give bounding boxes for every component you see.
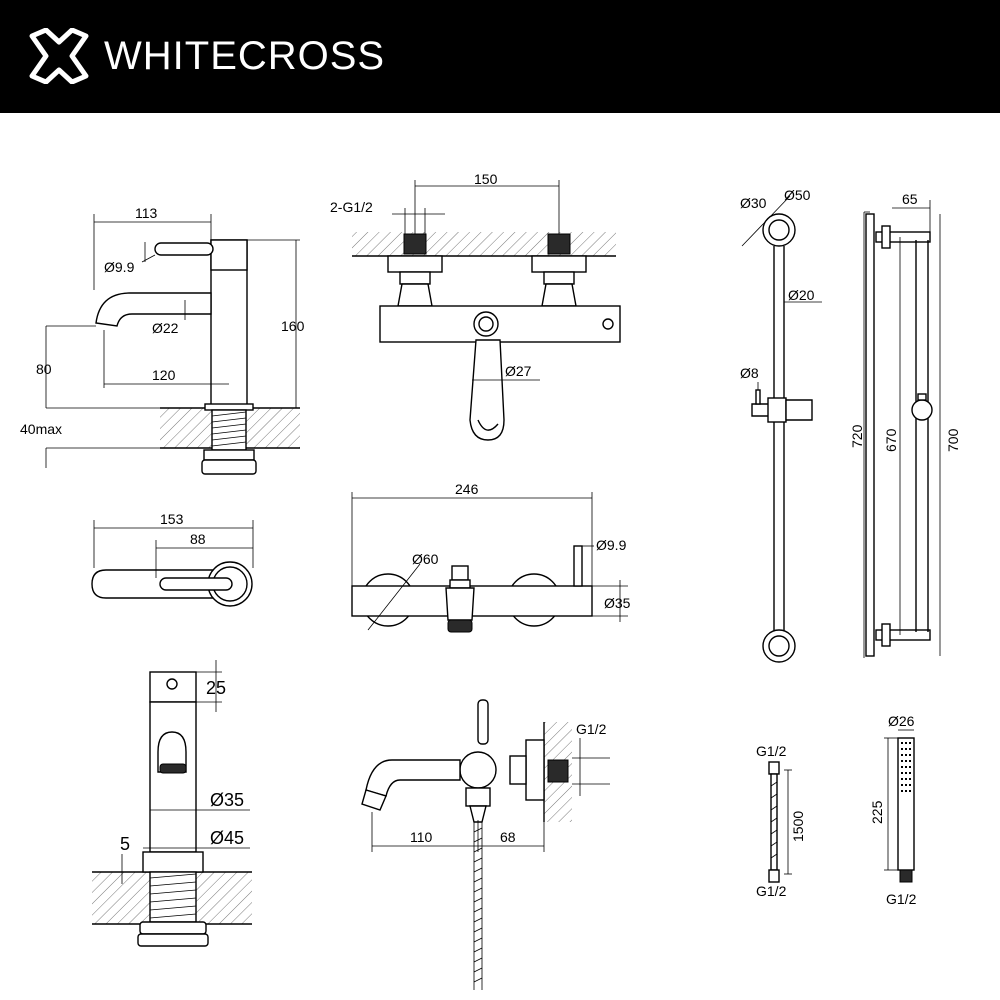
dim-basin-handle: Ø9.9: [104, 259, 135, 275]
sliding-rail-front-view: Ø30 Ø50 Ø20 Ø8: [740, 187, 822, 663]
hose-length: 1500: [790, 811, 806, 842]
basin-mixer-top-view: 153 88: [91, 511, 254, 607]
dim-basin-spout-dia: Ø22: [152, 320, 179, 336]
dim-bar-inlets: 2-G1/2: [330, 199, 373, 215]
shower-hose-view: G1/2 1500 G1/2: [756, 743, 806, 899]
hose-top-thread: G1/2: [756, 743, 787, 759]
handshower-view: Ø26 225 G1/2: [869, 713, 917, 907]
brand-name: WHITECROSS: [104, 34, 386, 78]
dim-side-spout: 110: [410, 829, 433, 845]
bath-mixer-front-view: 246 Ø60 Ø9.9 Ø35: [351, 481, 631, 633]
mixer-spout: [95, 292, 212, 327]
dim-front-body: Ø35: [210, 790, 244, 810]
handshower-diameter: Ø26: [888, 713, 915, 729]
dim-rail-total: 720: [849, 424, 865, 448]
dim-bath-length: 246: [455, 481, 479, 497]
bath-mixer-side-view: 110 68 G1/2: [361, 699, 610, 990]
hose-bottom-thread: G1/2: [756, 883, 787, 899]
dim-front-top: 25: [206, 678, 226, 698]
dim-rail-bracket-small: Ø30: [740, 195, 767, 211]
dim-top-length: 153: [160, 511, 184, 527]
handshower-length: 225: [869, 800, 885, 824]
dim-side-thread: G1/2: [576, 721, 607, 737]
dim-bar-centers: 150: [474, 171, 498, 187]
basin-mixer-front-view: 25 Ø35 Ø45 5: [92, 660, 252, 947]
dim-top-handle: 88: [190, 531, 206, 547]
technical-drawing: 113 Ø9.9 Ø22 160 80 120 40max 153 88: [20, 171, 961, 990]
dim-rail-centers: 670: [883, 428, 899, 452]
mixer-handle: [154, 242, 214, 256]
dim-bath-body: Ø35: [604, 595, 631, 611]
dim-basin-spout-height: 80: [36, 361, 52, 377]
dim-bath-handle: Ø9.9: [596, 537, 627, 553]
dim-basin-thickness: 40max: [20, 421, 62, 437]
dim-bar-spout: Ø27: [505, 363, 532, 379]
thermostatic-bar-view: 150 2-G1/2 Ø27: [330, 171, 621, 441]
dim-rail-pin: Ø8: [740, 365, 759, 381]
handshower-thread: G1/2: [886, 891, 917, 907]
basin-mixer-side-view: 113 Ø9.9 Ø22 160 80 120 40max: [20, 205, 305, 475]
dim-rail-length: 700: [945, 428, 961, 452]
dim-bath-flange: Ø60: [412, 551, 439, 567]
dim-front-base: Ø45: [210, 828, 244, 848]
dim-side-depth: 68: [500, 829, 516, 845]
dim-rail-bracket-large: Ø50: [784, 187, 811, 203]
dim-basin-width: 113: [135, 205, 158, 221]
dim-rail-projection: 65: [902, 191, 918, 207]
dim-front-gasket: 5: [120, 834, 130, 854]
dim-basin-height: 160: [281, 318, 305, 334]
dim-rail-diameter: Ø20: [788, 287, 815, 303]
x-cross-logo-icon: [29, 28, 89, 84]
dim-basin-reach: 120: [152, 367, 176, 383]
sliding-rail-side-view: 65 720 670 700: [849, 191, 961, 658]
header-bar: WHITECROSS: [0, 0, 1000, 113]
